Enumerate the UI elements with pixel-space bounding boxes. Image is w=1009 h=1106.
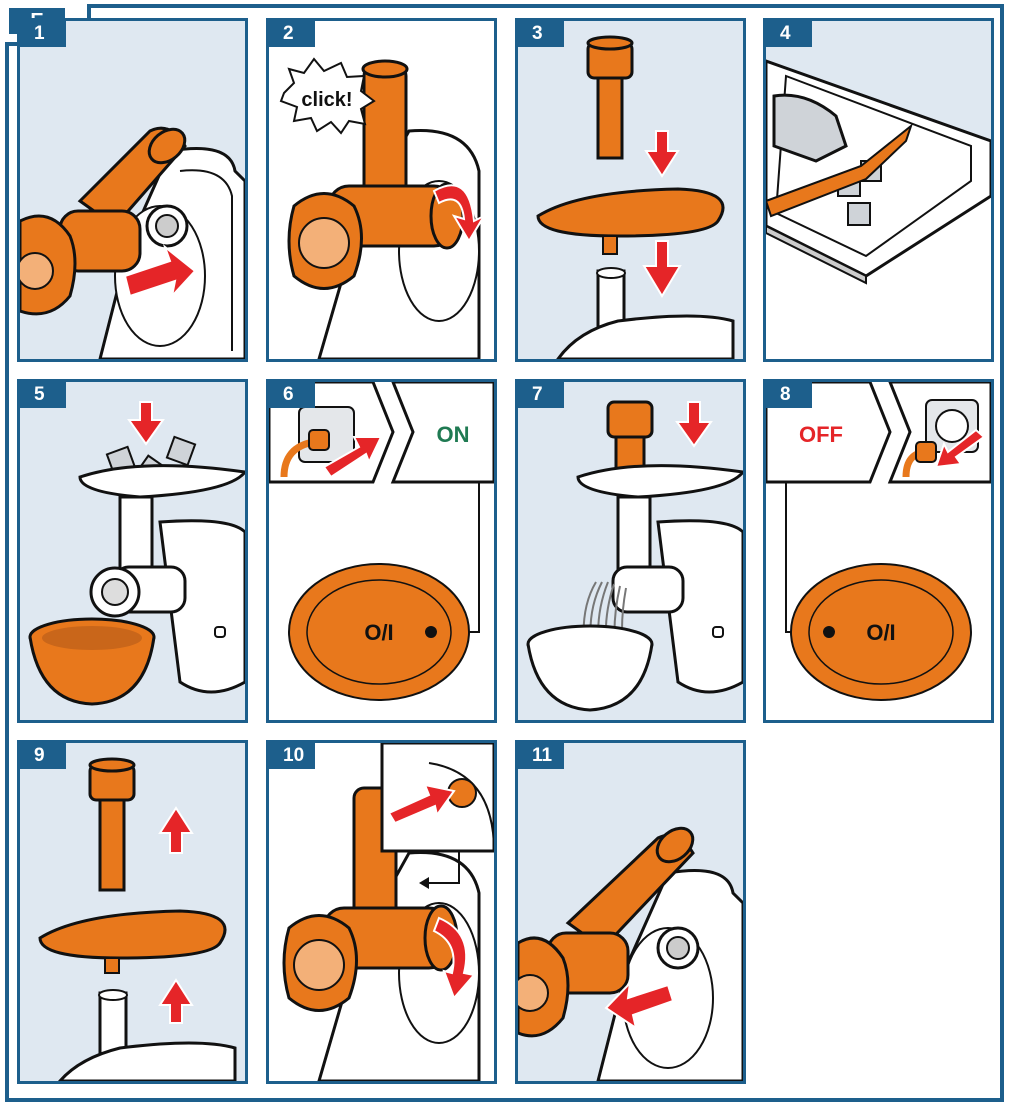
push-arrow-icon bbox=[675, 401, 713, 448]
push-arrow-icon bbox=[644, 130, 680, 178]
unlock-head-illustration bbox=[282, 743, 494, 1081]
lock-head-illustration: click! bbox=[279, 57, 487, 359]
push-arrow-icon bbox=[127, 401, 165, 446]
step-number: 4 bbox=[766, 21, 812, 47]
remove-tray-pusher-illustration bbox=[38, 757, 237, 1081]
step-number: 1 bbox=[20, 21, 66, 47]
pusher-icon bbox=[88, 757, 136, 892]
cut-meat-illustration bbox=[766, 59, 991, 359]
step-8-panel: 8 OFF O/I bbox=[763, 379, 994, 723]
grinder-head-icon bbox=[20, 126, 187, 316]
step-number: 3 bbox=[518, 21, 564, 47]
detach-head-illustration bbox=[518, 826, 743, 1081]
attach-head-illustration bbox=[20, 126, 245, 359]
tray-icon bbox=[38, 909, 227, 974]
push-arrow-icon bbox=[642, 240, 682, 298]
step-10-panel: 10 bbox=[266, 740, 497, 1084]
step-number: 10 bbox=[269, 743, 315, 769]
step-3-panel: 3 bbox=[515, 18, 746, 362]
fit-tray-pusher-illustration bbox=[536, 35, 735, 359]
step-6-panel: 6 ON O/I bbox=[266, 379, 497, 723]
switch-icon bbox=[790, 563, 972, 701]
switch-label: O/I bbox=[364, 620, 393, 645]
step-5-panel: 5 bbox=[17, 379, 248, 723]
tray-icon bbox=[536, 187, 725, 255]
push-arrow-icon bbox=[387, 783, 456, 825]
state-label: OFF bbox=[799, 422, 843, 447]
switch-label: O/I bbox=[866, 620, 895, 645]
bowl-icon bbox=[28, 617, 156, 706]
tray-icon bbox=[576, 464, 743, 499]
step-4-panel: 4 bbox=[763, 18, 994, 362]
motor-unit-icon bbox=[58, 989, 237, 1081]
push-arrow-icon bbox=[322, 436, 383, 479]
state-label: ON bbox=[437, 422, 470, 447]
step-number: 7 bbox=[518, 382, 564, 408]
push-arrow-icon bbox=[158, 806, 194, 854]
motor-unit-icon bbox=[556, 267, 735, 359]
socket-icon bbox=[925, 399, 979, 453]
step-number: 11 bbox=[518, 743, 564, 769]
switch-on-illustration: ON O/I bbox=[269, 382, 494, 701]
click-label: click! bbox=[301, 89, 352, 111]
motor-unit-icon bbox=[89, 495, 245, 694]
grinder-head-icon bbox=[287, 59, 465, 290]
rotate-arrow-icon bbox=[432, 916, 476, 1000]
step-number: 8 bbox=[766, 382, 812, 408]
tray-icon bbox=[78, 464, 245, 499]
switch-icon bbox=[288, 563, 470, 701]
knife-icon bbox=[766, 123, 914, 218]
click-callout: click! bbox=[279, 57, 376, 135]
step-number: 5 bbox=[20, 382, 66, 408]
grind-meat-illustration bbox=[526, 400, 743, 712]
step-9-panel: 9 bbox=[17, 740, 248, 1084]
step-number: 9 bbox=[20, 743, 66, 769]
bowl-icon bbox=[526, 624, 654, 712]
step-1-panel: 1 bbox=[17, 18, 248, 362]
step-2-panel: 2 click! bbox=[266, 18, 497, 362]
grinder-head-icon bbox=[518, 826, 695, 1038]
step-number: 2 bbox=[269, 21, 315, 47]
rotate-arrow-icon bbox=[432, 184, 487, 243]
release-inset bbox=[380, 743, 494, 889]
push-arrow-icon bbox=[158, 978, 194, 1024]
push-arrow-icon bbox=[604, 980, 675, 1031]
step-7-panel: 7 bbox=[515, 379, 746, 723]
plug-icon bbox=[902, 441, 937, 478]
plug-icon bbox=[280, 429, 330, 478]
step-number: 6 bbox=[269, 382, 315, 408]
pusher-icon bbox=[586, 35, 634, 160]
grinder-head-icon bbox=[282, 786, 459, 1012]
push-arrow-icon bbox=[123, 244, 197, 300]
step-11-panel: 11 bbox=[515, 740, 746, 1084]
switch-off-illustration: OFF O/I bbox=[766, 382, 991, 701]
push-arrow-icon bbox=[934, 428, 986, 469]
load-meat-illustration bbox=[28, 401, 245, 706]
motor-unit-icon bbox=[611, 495, 743, 694]
